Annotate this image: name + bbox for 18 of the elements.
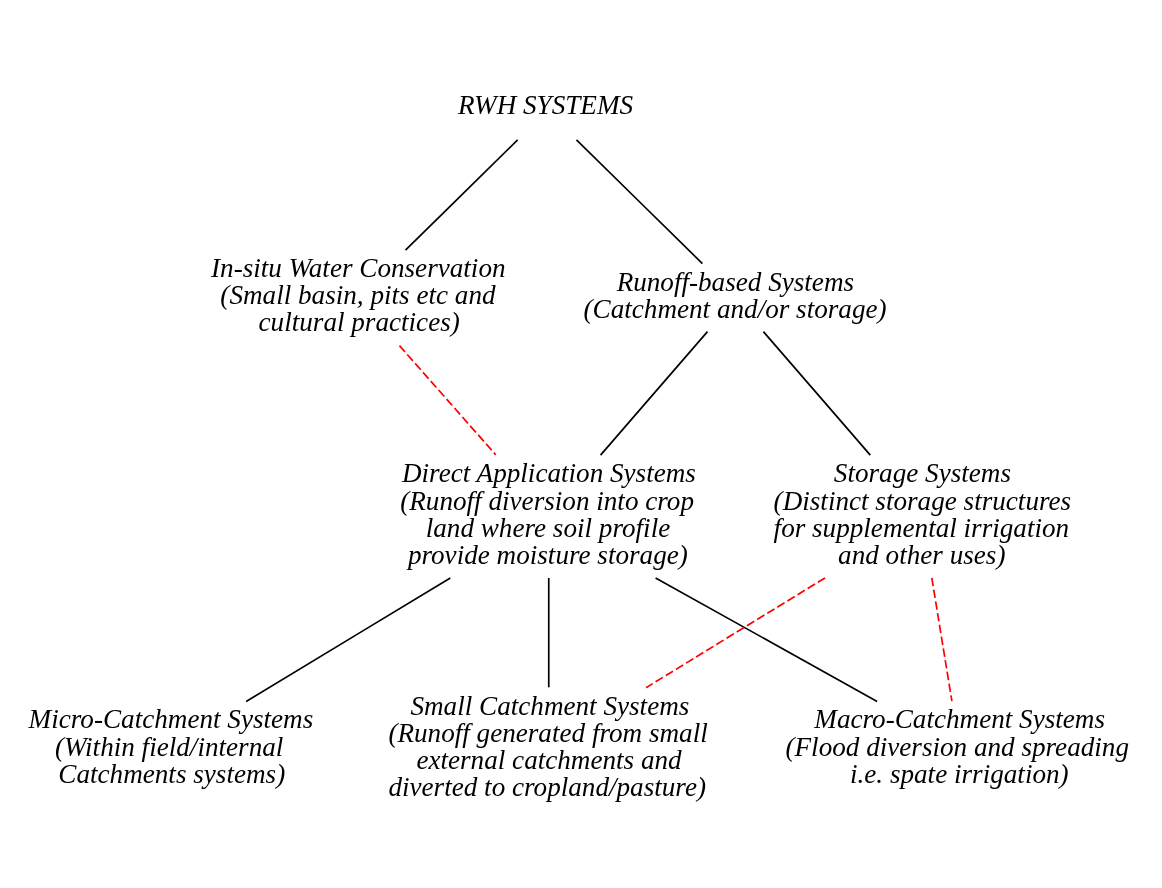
connector [245,576,452,702]
node-text: Runoff-based Systems (Catchment and/or storage) [583,266,887,324]
connector [575,138,704,264]
connector [599,330,709,456]
connector [398,344,497,456]
node-text: Direct Application Systems (Runoff diversion into crop land where soil profile provide moisture storage) [400,457,696,570]
connector [762,330,872,456]
node-text: In-situ Water Conservation (Small basin, pits etc and cultural practices) [211,252,506,337]
node-text: Micro-Catchment Systems (Within field/internal Catchments systems) [28,703,314,789]
node-text: Storage Systems (Distinct storage structures for supplemental irrigation and other uses) [773,457,1072,570]
connector [547,576,550,688]
connector [404,138,519,251]
node-text: Macro-Catchment Systems (Flood diversion and spreading i.e. spate irrigation) [785,703,1129,789]
connector [645,576,826,689]
connector [654,576,878,702]
node-text: Small Catchment Systems (Runoff generated from small external catchments and diverted to cropland/pasture) [388,690,708,802]
connector [930,576,953,702]
node-text: RWH SYSTEMS [457,89,634,120]
